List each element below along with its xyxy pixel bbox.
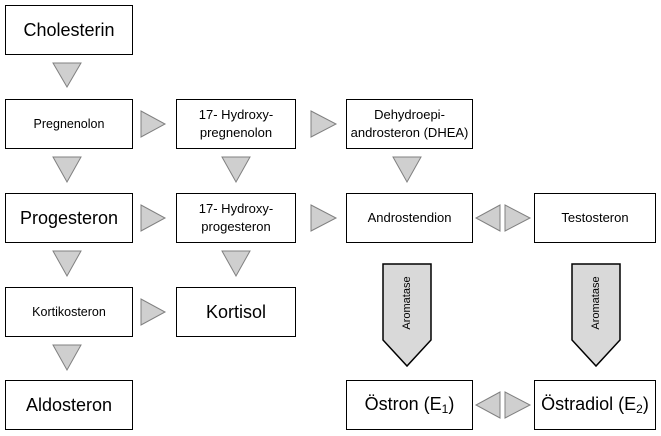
- aromatase-arrow-left: [382, 263, 432, 368]
- hydroxy-progesteron-label-line2: progesteron: [201, 219, 271, 234]
- dhea-box: Dehydroepi- androsteron (DHEA): [346, 99, 473, 149]
- arrow-down-cholesterin-pregnenolon: [52, 62, 82, 88]
- progesteron-box: Progesteron: [5, 193, 133, 243]
- hydroxy-progesteron-box: 17- Hydroxy- progesteron: [176, 193, 296, 243]
- hydroxy-pregnenolon-box: 17- Hydroxy- pregnenolon: [176, 99, 296, 149]
- oestradiol-label: Östradiol (E2): [541, 394, 649, 417]
- oestron-box: Östron (E1): [346, 380, 473, 430]
- aromatase-arrow-right: [571, 263, 621, 368]
- aldosteron-label: Aldosteron: [25, 394, 113, 415]
- arrow-right-oestron-oestradiol: [504, 391, 532, 419]
- arrow-left-testosteron-androstendion: [474, 204, 501, 232]
- androstendion-box: Androstendion: [346, 193, 473, 243]
- aldosteron-box: Aldosteron: [5, 380, 133, 430]
- progesteron-label: Progesteron: [19, 207, 119, 228]
- arrow-right-hydroxyprogesteron-androstendion: [310, 204, 338, 232]
- dhea-label-line1: Dehydroepi-: [374, 107, 445, 123]
- kortisol-label: Kortisol: [205, 301, 267, 322]
- hydroxy-pregnenolon-label-line2: pregnenolon: [199, 125, 273, 140]
- hydroxy-progesteron-label-line1: 17- Hydroxy-: [198, 201, 274, 217]
- oestradiol-box: Östradiol (E2): [534, 380, 656, 430]
- arrow-right-pregnenolon-hydroxypregnenolon: [140, 110, 167, 138]
- cholesterin-label: Cholesterin: [23, 19, 115, 40]
- pregnenolon-box: Pregnenolon: [5, 99, 133, 149]
- aromatase-right-label: Aromatase: [590, 276, 602, 329]
- arrow-down-pregnenolon-progesteron: [52, 156, 82, 184]
- arrow-right-progesteron-hydroxyprogesteron: [140, 204, 167, 232]
- arrow-down-hydroxypregnenolon-hydroxyprogesteron: [221, 156, 251, 184]
- testosteron-label: Testosteron: [561, 210, 629, 226]
- pregnenolon-label: Pregnenolon: [33, 116, 105, 131]
- arrow-down-progesteron-kortikosteron: [52, 250, 82, 278]
- kortikosteron-label: Kortikosteron: [32, 304, 106, 319]
- androstendion-label: Androstendion: [367, 210, 452, 226]
- testosteron-box: Testosteron: [534, 193, 656, 243]
- kortikosteron-box: Kortikosteron: [5, 287, 133, 337]
- arrow-right-hydroxypregnenolon-dhea: [310, 110, 338, 138]
- kortisol-box: Kortisol: [176, 287, 296, 337]
- arrow-down-kortikosteron-aldosteron: [52, 344, 82, 372]
- dhea-label-line2: androsteron (DHEA): [350, 125, 469, 140]
- cholesterin-box: Cholesterin: [5, 5, 133, 55]
- oestron-label: Östron (E1): [364, 394, 455, 417]
- arrow-left-oestradiol-oestron: [474, 391, 501, 419]
- hydroxy-pregnenolon-label-line1: 17- Hydroxy-: [198, 107, 274, 123]
- arrow-down-dhea-androstendion: [392, 156, 422, 184]
- aromatase-left-label: Aromatase: [401, 276, 413, 329]
- oestradiol-subscript: 2: [636, 402, 643, 417]
- oestron-subscript: 1: [441, 402, 449, 417]
- arrow-down-hydroxyprogesteron-kortisol: [221, 250, 251, 278]
- arrow-right-kortikosteron-kortisol: [140, 298, 167, 326]
- arrow-right-androstendion-testosteron: [504, 204, 532, 232]
